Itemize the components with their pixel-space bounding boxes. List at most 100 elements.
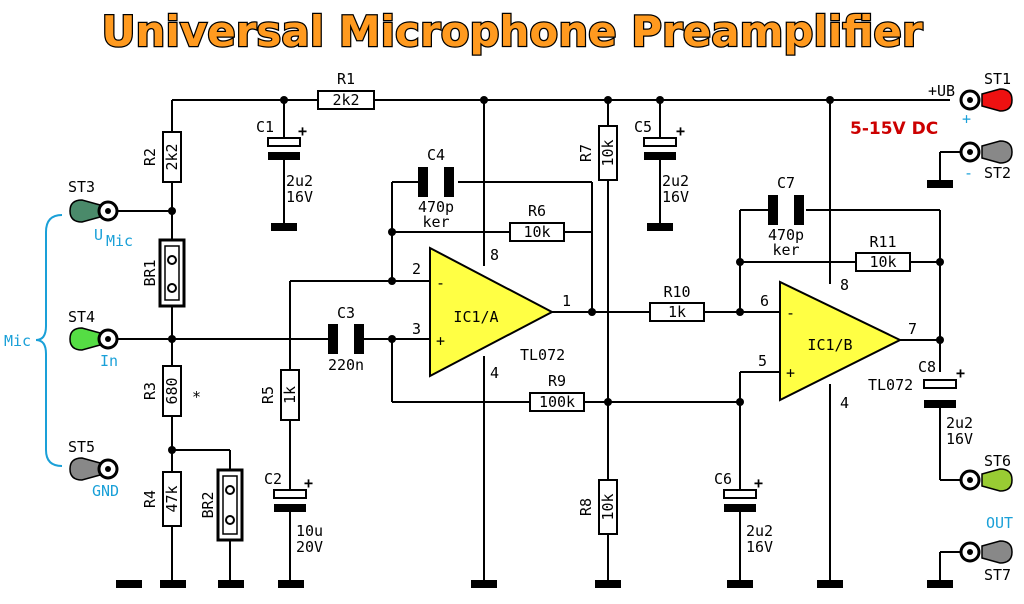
c8-name: C8 xyxy=(918,358,936,376)
opamp-a-part: TL072 xyxy=(520,346,565,364)
resistor-r6 xyxy=(509,222,565,242)
jumper-br2 xyxy=(216,468,244,542)
terminal-st4[interactable] xyxy=(69,327,119,351)
c1-name: C1 xyxy=(256,118,274,136)
c5-name: C5 xyxy=(634,118,652,136)
st1-label: ST1 xyxy=(984,70,1011,88)
r2-value: 2k2 xyxy=(163,143,181,170)
r6-name: R6 xyxy=(528,202,546,220)
c2-v2: 20V xyxy=(296,538,323,556)
r3-mark: * xyxy=(192,388,201,406)
r4-name: R4 xyxy=(141,490,159,508)
c2-name: C2 xyxy=(264,470,282,488)
c6-v1: 2u2 xyxy=(746,522,773,540)
c6-v2: 16V xyxy=(746,538,773,556)
mic-label: Mic xyxy=(4,332,31,350)
st2-polarity: - xyxy=(964,164,973,182)
gnd-label: GND xyxy=(92,482,119,500)
c4-v2: ker xyxy=(422,213,449,231)
terminal-st7[interactable] xyxy=(959,540,1013,564)
c8-plus: + xyxy=(956,364,965,382)
umic-mic: Mic xyxy=(106,232,133,250)
capacitor-c1 xyxy=(267,137,301,160)
st5-label: ST5 xyxy=(68,438,95,456)
capacitor-c7 xyxy=(768,195,804,225)
resistor-r5 xyxy=(280,369,300,421)
c5-v1: 2u2 xyxy=(662,172,689,190)
resistor-r2 xyxy=(162,131,182,183)
opamp-a-pin4: 4 xyxy=(490,364,499,382)
resistor-r11 xyxy=(855,252,911,272)
opamp-b-pin4: 4 xyxy=(840,394,849,412)
opamp-b-part: TL072 xyxy=(868,376,913,394)
c5-plus: + xyxy=(676,122,685,140)
terminal-st3[interactable] xyxy=(69,199,119,223)
r11-value: 10k xyxy=(869,253,896,271)
r3-value: 680 xyxy=(163,377,181,404)
r10-name: R10 xyxy=(663,283,690,301)
st1-polarity: + xyxy=(962,110,971,128)
r5-name: R5 xyxy=(259,386,277,404)
r8-name: R8 xyxy=(577,498,595,516)
supply-voltage: 5-15V DC xyxy=(850,119,938,139)
capacitor-c2 xyxy=(273,489,307,512)
br1-label: BR1 xyxy=(141,259,159,286)
opamp-b xyxy=(779,280,903,402)
c3-name: C3 xyxy=(337,304,355,322)
opamp-a-pin2: 2 xyxy=(412,260,421,278)
st3-label: ST3 xyxy=(68,178,95,196)
c4-name: C4 xyxy=(427,146,445,164)
r4-value: 47k xyxy=(163,485,181,512)
terminal-st1[interactable] xyxy=(959,88,1013,112)
resistor-r8 xyxy=(598,479,618,535)
opamp-b-pin6: 6 xyxy=(760,292,769,310)
c2-v1: 10u xyxy=(296,522,323,540)
st2-label: ST2 xyxy=(984,164,1011,182)
r1-name: R1 xyxy=(337,70,355,88)
r9-value: 100k xyxy=(539,393,575,411)
resistor-r7 xyxy=(598,125,618,181)
br2-label: BR2 xyxy=(199,491,217,518)
in-label: In xyxy=(100,352,118,370)
capacitor-c3 xyxy=(328,324,364,354)
opamp-b-pin8: 8 xyxy=(840,276,849,294)
r10-value: 1k xyxy=(668,303,686,321)
c6-plus: + xyxy=(754,474,763,492)
r7-name: R7 xyxy=(577,144,595,162)
c1-plus: + xyxy=(298,122,307,140)
c3-v1: 220n xyxy=(328,356,364,374)
jumper-br1 xyxy=(158,238,186,308)
terminal-st6[interactable] xyxy=(959,468,1013,492)
capacitor-c5 xyxy=(643,137,677,160)
c2-plus: + xyxy=(304,474,313,492)
opamp-a-pin3: 3 xyxy=(412,320,421,338)
capacitor-c8 xyxy=(923,379,957,408)
opamp-a-pin8: 8 xyxy=(490,246,499,264)
resistor-r3 xyxy=(162,365,182,417)
capacitor-c6 xyxy=(723,489,757,512)
r11-name: R11 xyxy=(869,233,896,251)
terminal-st2[interactable] xyxy=(959,140,1013,164)
terminal-st5[interactable] xyxy=(69,457,119,481)
st7-label: ST7 xyxy=(984,566,1011,584)
c5-v2: 16V xyxy=(662,188,689,206)
r7-value: 10k xyxy=(599,139,617,166)
r3-name: R3 xyxy=(141,382,159,400)
c8-v2: 16V xyxy=(946,430,973,448)
junction-dots xyxy=(168,96,944,454)
r5-value: 1k xyxy=(281,386,299,404)
resistor-r4 xyxy=(162,471,182,527)
c7-v1: 470p xyxy=(768,226,804,244)
opamp-a-name: IC1/A xyxy=(453,308,498,326)
supply-label: +UB xyxy=(928,82,955,100)
c7-v2: ker xyxy=(772,241,799,259)
opamp-b-name: IC1/B xyxy=(807,336,852,354)
opamp-b-minus: - xyxy=(786,304,795,322)
r2-name: R2 xyxy=(141,148,159,166)
c1-v1: 2u2 xyxy=(286,172,313,190)
umic-u: U xyxy=(94,226,103,244)
resistor-r10 xyxy=(649,302,705,322)
opamp-a-plus: + xyxy=(436,332,445,350)
r9-name: R9 xyxy=(548,372,566,390)
c8-v1: 2u2 xyxy=(946,414,973,432)
